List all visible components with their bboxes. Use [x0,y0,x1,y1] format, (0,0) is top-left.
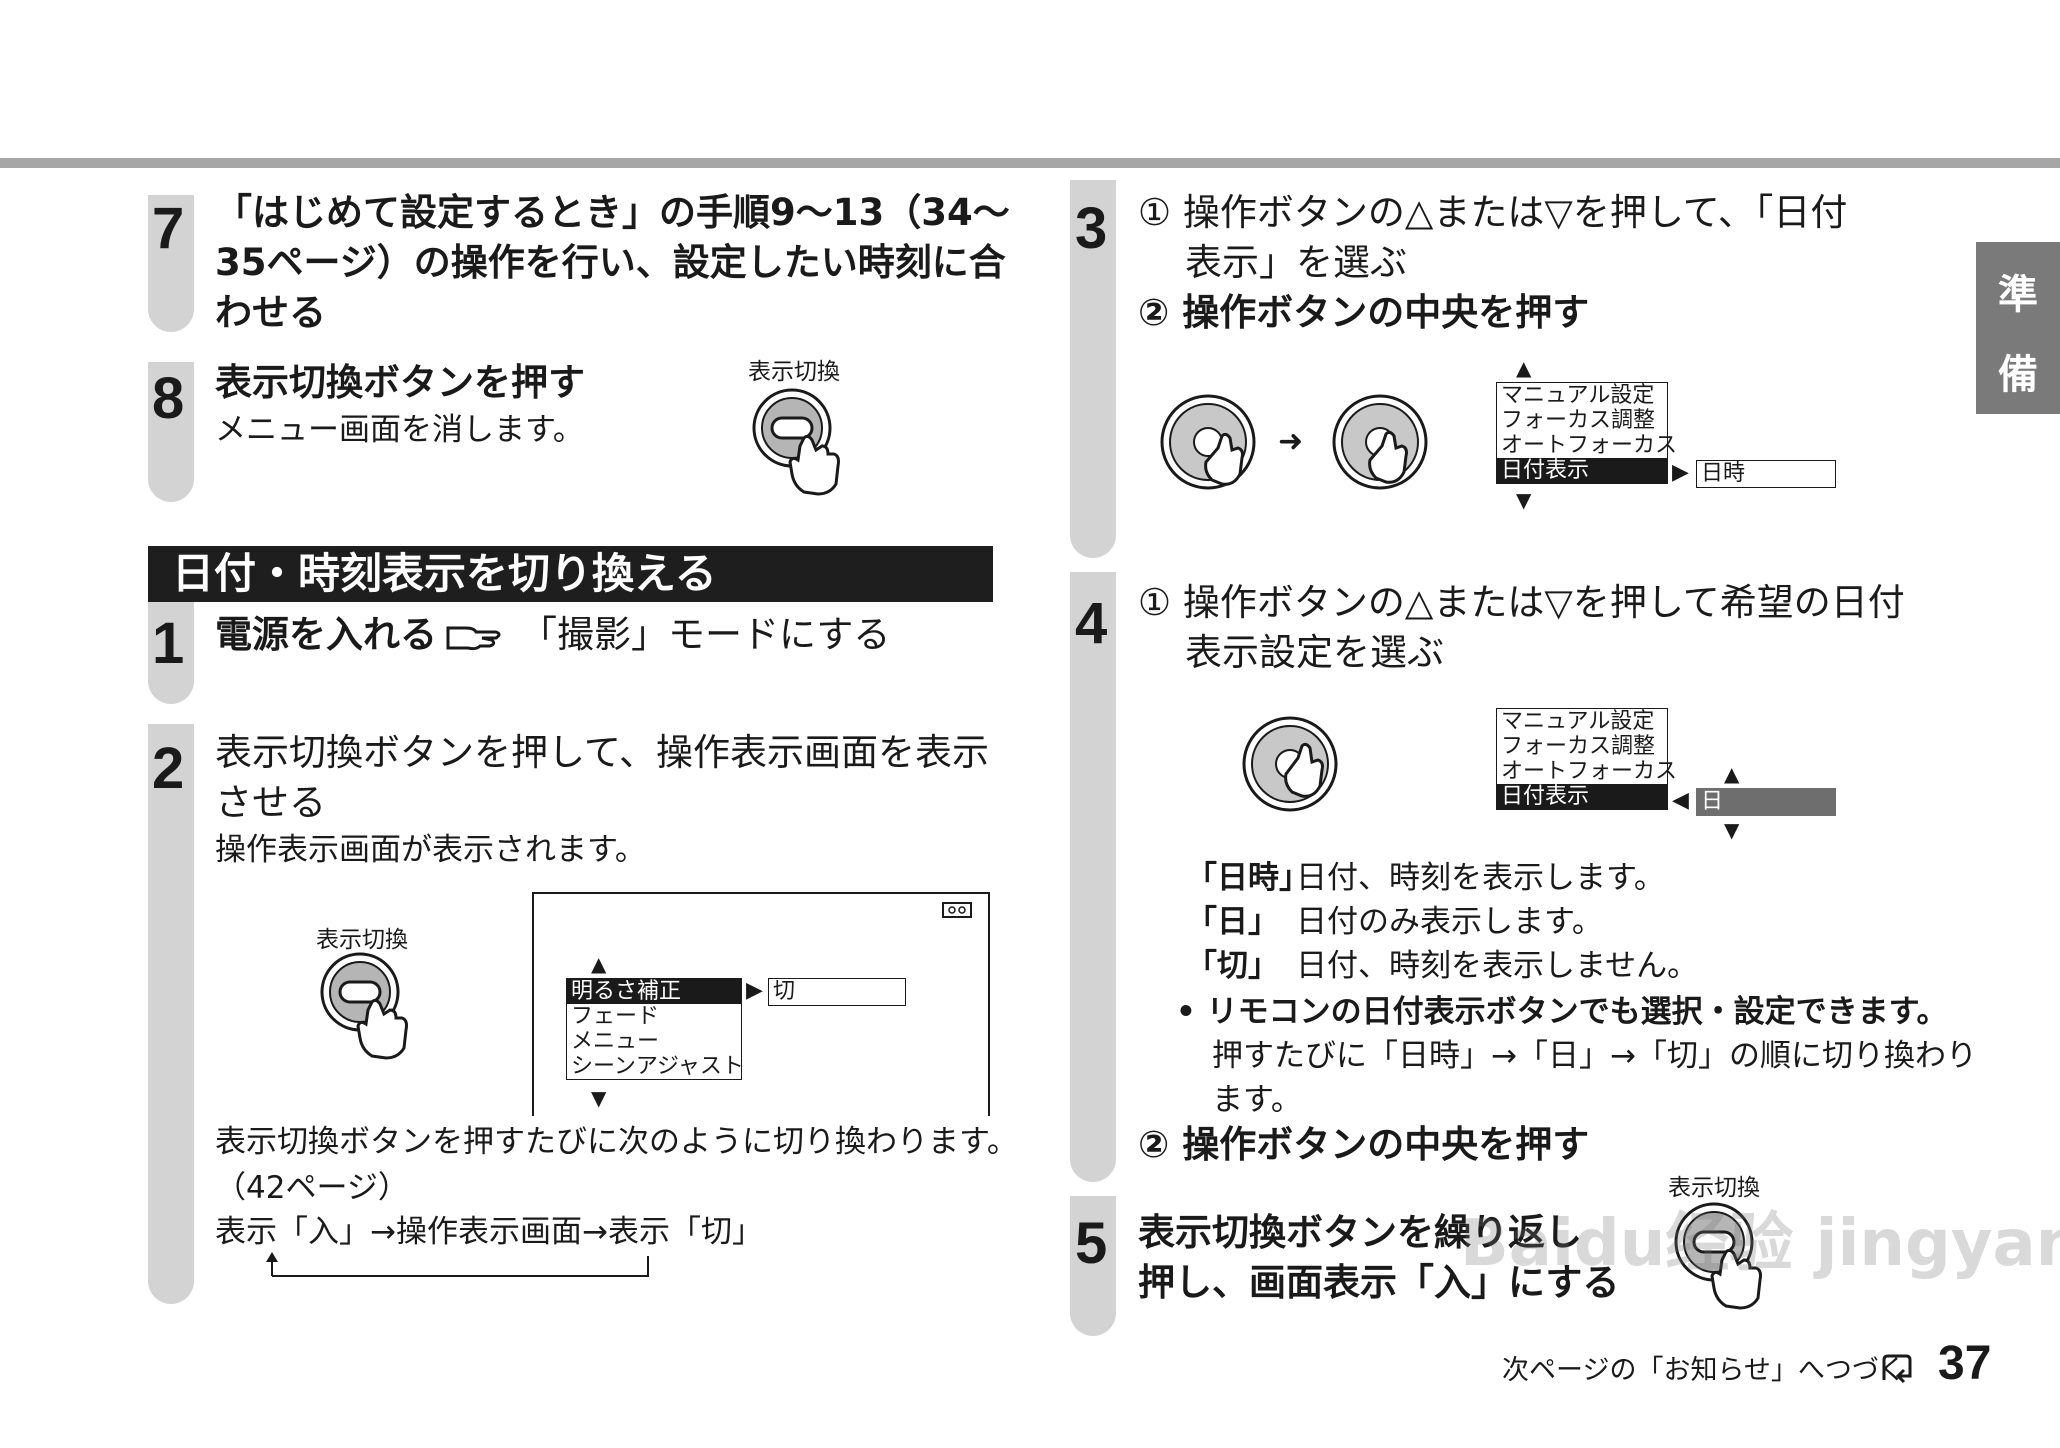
display-switch-button-icon [752,388,840,496]
step-gutter-4 [1070,572,1116,1182]
step4-menu: マニュアル設定 フォーカス調整 オートフォーカス 日付表示 [1496,708,1678,810]
step7-line-1: 「はじめて設定するとき」の手順9〜13（34〜 [215,191,1010,234]
step-gutter-5 [1070,1196,1116,1336]
display-switch-label: 表示切換 [748,359,840,385]
display-switch-button-icon-2 [320,952,408,1060]
remote-note-line-2: ます。 [1212,1082,1302,1118]
next-page-note: 次ページの「お知らせ」へつづく [1502,1355,1906,1386]
step7-line-3: わせる [215,291,326,334]
scroll-down-icon-3: ▼ [1516,488,1532,512]
control-dial-icon-2 [1332,394,1428,490]
remote-note-line-1: 押すたびに「日時」→「日」→「切」の順に切り換わり [1212,1038,1977,1074]
step3-line-3: ② 操作ボタンの中央を押す [1138,291,1590,334]
continue-arrow-icon [1882,1354,1912,1384]
option-key-1: 「日時」 [1186,860,1310,896]
menu-value-box: 切 [768,978,906,1006]
menu-item: フォーカス調整 [1501,408,1656,433]
step2-desc: 操作表示画面が表示されます。 [215,832,646,868]
arrow-left-icon: ◀ [1672,788,1689,813]
control-dial-icon [1160,394,1256,490]
step2-after-3: 表示「入」→操作表示画面→表示「切」 [215,1214,763,1250]
step1-title-bold: 電源を入れる [215,613,437,656]
page-number: 37 [1938,1337,1992,1390]
step-gutter-2 [148,724,194,1304]
option-value-2: 日付のみ表示します。 [1296,904,1603,940]
option-key-2: 「日」 [1186,904,1279,940]
step-number-2: 2 [152,736,185,801]
operation-menu: 明るさ補正 フェード メニュー シーンアジャスト [566,978,744,1080]
control-dial-icon-4 [1242,716,1338,812]
step2-line-1: 表示切換ボタンを押して、操作表示画面を表示 [215,731,990,774]
display-switch-label-2: 表示切換 [316,927,408,953]
step-number-5: 5 [1075,1211,1108,1276]
step-gutter-3 [1070,180,1116,558]
option-value-1: 日付、時刻を表示します。 [1296,860,1665,896]
display-switch-button-icon-5 [1674,1202,1762,1310]
step2-after-1: 表示切換ボタンを押すたびに次のように切り換わります。 [215,1124,1018,1160]
scroll-down-icon-4: ▼ [1724,818,1740,842]
step-number-3: 3 [1075,196,1108,261]
step4-line-1: ① 操作ボタンの△または▽を押して希望の日付 [1138,581,1905,624]
step3-line-1: ① 操作ボタンの△または▽を押して、「日付 [1138,191,1848,234]
cycle-arrow [266,1252,649,1277]
section-tab: 準 備 [1976,242,2060,414]
step7-line-2: 35ページ）の操作を行い、設定したい時刻に合 [215,241,1006,284]
menu-item: シーンアジャスト [571,1054,744,1079]
option-value-3: 日付、時刻を表示しません。 [1296,948,1699,984]
menu-item: オートフォーカス [1501,759,1678,784]
step5-line-1: 表示切換ボタンを繰り返し [1138,1211,1582,1254]
scroll-up-icon-4: ▲ [1724,762,1740,786]
step-gutter-8 [148,362,194,502]
step3-menu: マニュアル設定 フォーカス調整 オートフォーカス 日付表示 [1496,382,1678,484]
menu-item: マニュアル設定 [1501,383,1655,408]
menu-item-selected: 日付表示 [1497,458,1667,483]
step8-title: 表示切換ボタンを押す [215,361,585,404]
step2-after-2: （42ページ） [215,1170,409,1206]
step-number-7: 7 [152,196,185,261]
menu-item-selected: 明るさ補正 [567,979,741,1004]
step-gutter-7 [148,195,194,332]
section-tab-char-1: 準 [1998,272,2038,318]
step1-title-rest: 「撮影」モードにする [520,613,891,656]
arrow-right-icon-3: ▶ [1672,460,1689,485]
menu-item: メニュー [571,1029,660,1054]
scroll-up-icon: ▲ [591,952,607,976]
step8-desc: メニュー画面を消します。 [215,412,584,448]
menu-item: フェード [571,1004,660,1029]
watermark: Baidu经验 jingyan.baidu.com [1460,1207,2060,1281]
step4-sub2: ② 操作ボタンの中央を押す [1138,1123,1590,1166]
scroll-up-icon-3: ▲ [1516,356,1532,380]
menu-item-selected: 日付表示 [1497,784,1667,809]
step-number-1: 1 [152,611,185,676]
step-gutter-1 [148,602,194,704]
scroll-down-icon: ▼ [591,1086,607,1110]
pointing-hand-icon [446,626,501,651]
tape-icon [942,902,972,918]
operation-display-screen [532,892,990,1116]
step3-line-2: 表示」を選ぶ [1185,241,1407,284]
arrow-right-icon: ▶ [746,978,763,1003]
menu-item: フォーカス調整 [1501,734,1656,759]
display-switch-label-5: 表示切換 [1668,1175,1760,1201]
step3-value-box: 日時 [1696,460,1836,488]
section-tab-char-2: 備 [1998,352,2038,398]
step4-value-box: 日 [1696,788,1836,816]
section-title: 日付・時刻表示を切り換える [148,546,993,602]
top-rule [0,158,2060,168]
menu-item: マニュアル設定 [1501,709,1655,734]
option-key-3: 「切」 [1186,948,1279,984]
step-number-8: 8 [152,366,185,431]
step-number-4: 4 [1075,591,1108,656]
step5-line-2: 押し、画面表示「入」にする [1138,1261,1620,1304]
step4-line-2: 表示設定を選ぶ [1185,631,1444,674]
arrow-next-icon: ➜ [1278,424,1304,459]
step2-line-2: させる [215,781,326,824]
menu-item: オートフォーカス [1501,433,1678,458]
remote-note: • リモコンの日付表示ボタンでも選択・設定できます。 [1176,994,1948,1030]
